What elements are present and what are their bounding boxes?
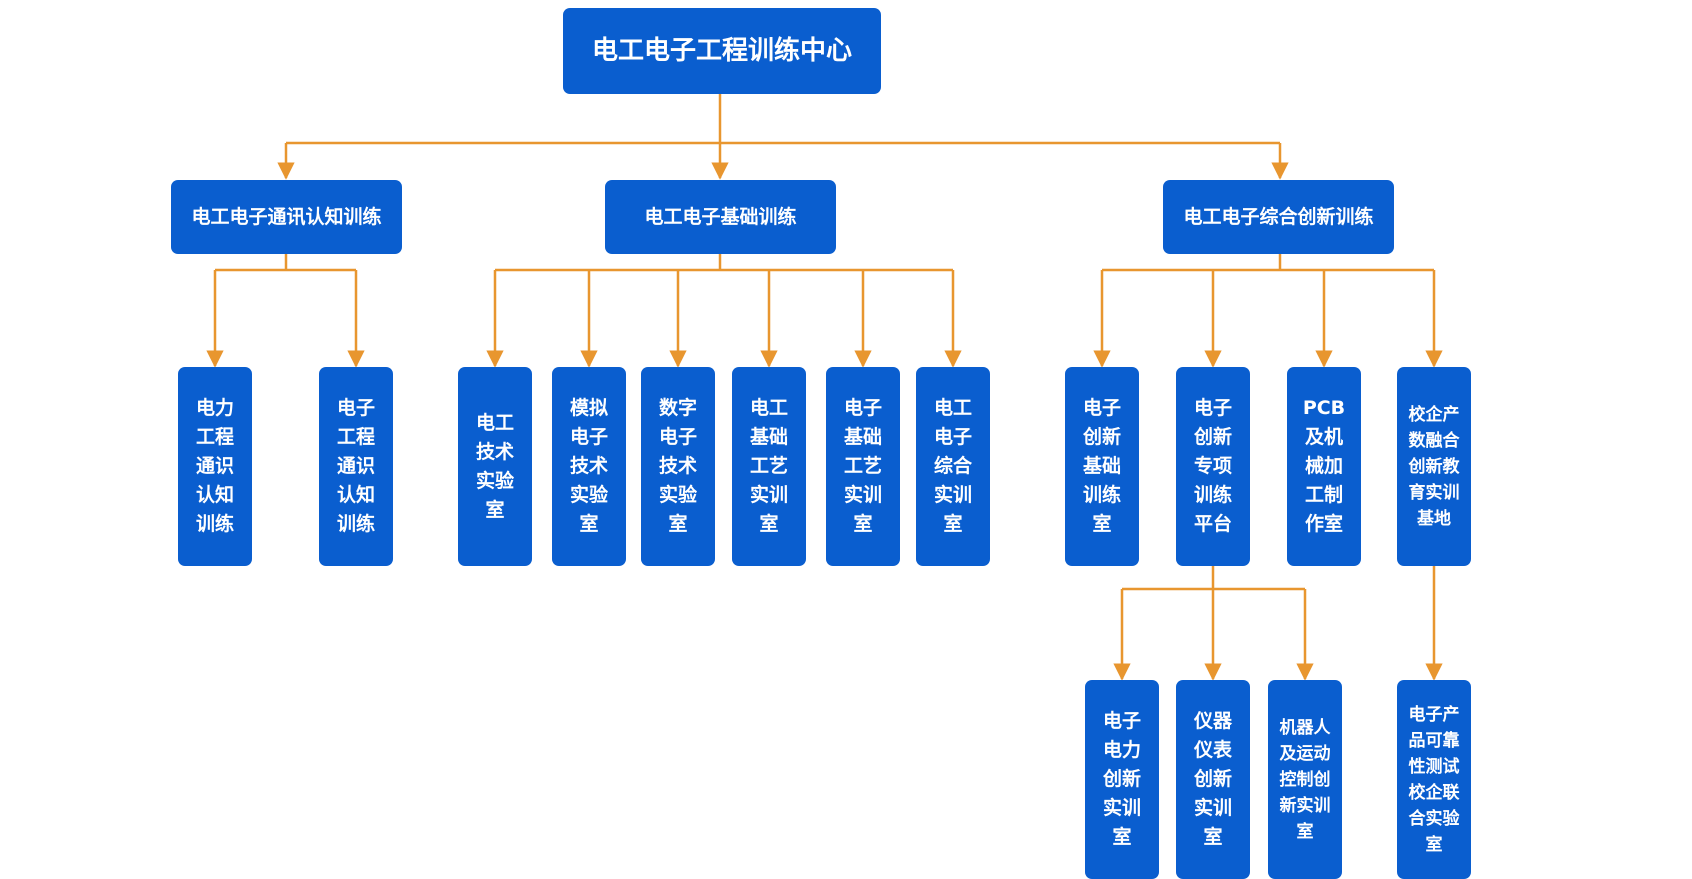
sub-leaf-node: 仪器 仪表 创新 实训 室 bbox=[1176, 680, 1250, 879]
sub-leaf-node: 机器人 及运动 控制创 新实训 室 bbox=[1268, 680, 1342, 879]
root-label: 电工电子工程训练中心 bbox=[591, 36, 852, 66]
branch-node-2: 电工电子基础训练 bbox=[605, 180, 836, 254]
leaf-label: 电子 工程 通识 认知 训练 bbox=[336, 397, 375, 535]
leaf-label: 电力 工程 通识 认知 训练 bbox=[195, 397, 234, 535]
leaf-label: 电子 创新 基础 训练 室 bbox=[1082, 397, 1121, 535]
root-node: 电工电子工程训练中心 bbox=[563, 8, 881, 94]
sub-leaf-node: 电子产 品可靠 性测试 校企联 合实验 室 bbox=[1397, 680, 1471, 879]
leaf-label: 电子 创新 专项 训练 平台 bbox=[1193, 397, 1232, 535]
sub-leaf-label: 仪器 仪表 创新 实训 室 bbox=[1193, 710, 1232, 848]
leaf-label: 校企产 数融合 创新教 育实训 基地 bbox=[1408, 404, 1460, 529]
platform-node: 电子 创新 专项 训练 平台 bbox=[1176, 367, 1250, 566]
leaf-node: 电力 工程 通识 认知 训练 bbox=[178, 367, 252, 566]
leaf-node: PCB 及机 械加 工制 作室 bbox=[1287, 367, 1361, 566]
leaf-label: 电子 基础 工艺 实训 室 bbox=[843, 397, 882, 535]
leaf-node: 电子 创新 基础 训练 室 bbox=[1065, 367, 1139, 566]
leaf-node: 数字 电子 技术 实验 室 bbox=[641, 367, 715, 566]
connector-branch-2 bbox=[486, 254, 962, 368]
leaf-label: 电工 技术 实验 室 bbox=[475, 411, 514, 521]
branch-label: 电工电子通讯认知训练 bbox=[191, 206, 382, 228]
branch-label: 电工电子基础训练 bbox=[644, 206, 797, 228]
leaf-node: 电工 电子 综合 实训 室 bbox=[916, 367, 990, 566]
sub-leaf-node: 电子 电力 创新 实训 室 bbox=[1085, 680, 1159, 879]
leaf-node: 电子 基础 工艺 实训 室 bbox=[826, 367, 900, 566]
branch-label: 电工电子综合创新训练 bbox=[1183, 206, 1374, 228]
connector-root-to-branches bbox=[277, 94, 1289, 180]
connector-branch-1 bbox=[206, 254, 365, 368]
sub-leaf-label: 电子产 品可靠 性测试 校企联 合实验 室 bbox=[1408, 704, 1460, 855]
branch-node-1: 电工电子通讯认知训练 bbox=[171, 180, 402, 254]
connector-platform-to-labs bbox=[1113, 566, 1314, 681]
sub-leaf-label: 机器人 及运动 控制创 新实训 室 bbox=[1279, 717, 1331, 842]
leaf-node: 电工 技术 实验 室 bbox=[458, 367, 532, 566]
connector-branch-3 bbox=[1093, 254, 1443, 368]
base-node: 校企产 数融合 创新教 育实训 基地 bbox=[1397, 367, 1471, 566]
leaf-node: 电工 基础 工艺 实训 室 bbox=[732, 367, 806, 566]
sub-leaf-label: 电子 电力 创新 实训 室 bbox=[1102, 710, 1141, 848]
leaf-label: 模拟 电子 技术 实验 室 bbox=[569, 397, 608, 535]
branch-node-3: 电工电子综合创新训练 bbox=[1163, 180, 1394, 254]
leaf-label: 数字 电子 技术 实验 室 bbox=[658, 397, 697, 535]
leaf-label: PCB 及机 械加 工制 作室 bbox=[1302, 397, 1346, 535]
leaf-node: 模拟 电子 技术 实验 室 bbox=[552, 367, 626, 566]
leaf-label: 电工 电子 综合 实训 室 bbox=[933, 397, 972, 535]
leaf-label: 电工 基础 工艺 实训 室 bbox=[749, 397, 788, 535]
leaf-node: 电子 工程 通识 认知 训练 bbox=[319, 367, 393, 566]
